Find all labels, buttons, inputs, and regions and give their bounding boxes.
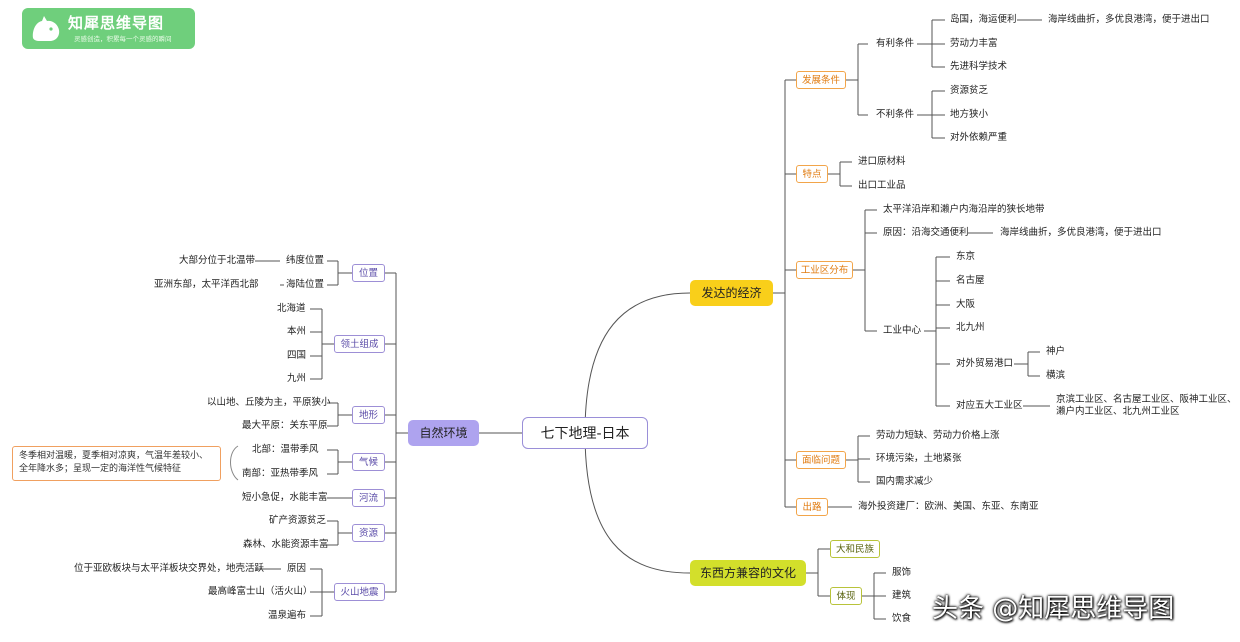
territory-node[interactable]: 领土组成 [334,335,385,353]
land-sea-node[interactable]: 海陆位置 [286,279,325,290]
features-node[interactable]: 特点 [796,165,828,183]
logo-subtitle: 灵感创造，积累每一个灵感的瞬间 [74,35,172,43]
city-tokyo[interactable]: 东京 [956,251,976,262]
land-sea-detail[interactable]: 亚洲东部，太平洋西北部 [154,279,259,290]
problems-item-2[interactable]: 国内需求减少 [876,476,934,487]
industry-belt[interactable]: 太平洋沿岸和濑户内海沿岸的狭长地带 [883,204,1045,215]
port-kobe[interactable]: 神户 [1046,346,1066,357]
city-kitakyushu[interactable]: 北九州 [956,322,985,333]
favorable-item-2[interactable]: 先进科学技术 [950,61,1008,72]
logo-title: 知犀思维导图 [68,14,165,32]
favorable-node[interactable]: 有利条件 [876,38,915,49]
resources-node[interactable]: 资源 [352,524,385,542]
terrain-item-1[interactable]: 最大平原：关东平原 [242,420,328,431]
climate-north[interactable]: 北部：温带季风 [252,444,319,455]
problems-node[interactable]: 面临问题 [796,451,846,469]
unfavorable-item-0[interactable]: 资源贫乏 [950,85,989,96]
nation-node[interactable]: 大和民族 [830,540,880,558]
industry-node[interactable]: 工业区分布 [796,261,853,279]
climate-note[interactable]: 冬季相对温暖，夏季相对凉爽，气温年差较小、全年降水多；呈现一定的海洋性气候特征 [12,446,221,481]
volcano-reason-detail[interactable]: 位于亚欧板块与太平洋板块交界处，地壳活跃 [74,563,265,574]
problems-item-0[interactable]: 劳动力短缺、劳动力价格上涨 [876,430,1000,441]
five-zones-detail-2[interactable]: 濑户内工业区、北九州工业区 [1056,406,1180,417]
territory-kyushu[interactable]: 九州 [287,373,307,384]
industry-reason-detail[interactable]: 海岸线曲折，多优良港湾，便于进出口 [1000,227,1162,238]
way-out-detail[interactable]: 海外投资建厂：欧洲、美国、东亚、东南亚 [858,501,1039,512]
volcano-node[interactable]: 火山地震 [334,583,385,601]
volcano-fuji[interactable]: 最高峰富士山（活火山） [208,586,313,597]
resources-item-1[interactable]: 森林、水能资源丰富 [243,539,329,550]
unfavorable-item-2[interactable]: 对外依赖严重 [950,132,1008,143]
embodiment-architecture[interactable]: 建筑 [892,590,912,601]
embodiment-food[interactable]: 饮食 [892,613,912,624]
five-zones-detail-1[interactable]: 京滨工业区、名古屋工业区、阪神工业区、 [1056,394,1237,405]
territory-honshu[interactable]: 本州 [287,326,307,337]
embodiment-node[interactable]: 体现 [830,587,862,605]
latitude-node[interactable]: 纬度位置 [286,255,325,266]
culture-topic[interactable]: 东西方兼容的文化 [690,560,806,586]
favorable-item-1[interactable]: 劳动力丰富 [950,38,998,49]
volcano-reason[interactable]: 原因 [287,563,307,574]
territory-shikoku[interactable]: 四国 [287,350,307,361]
city-nagoya[interactable]: 名古屋 [956,275,985,286]
unfavorable-node[interactable]: 不利条件 [876,109,915,120]
rivers-node[interactable]: 河流 [352,489,385,507]
favorable-item-0[interactable]: 岛国，海运便利 [950,14,1017,25]
problems-item-1[interactable]: 环境污染，土地紧张 [876,453,962,464]
volcano-hotsprings[interactable]: 温泉遍布 [268,610,307,621]
ports-node[interactable]: 对外贸易港口 [956,358,1014,369]
embodiment-clothing[interactable]: 服饰 [892,567,912,578]
city-osaka[interactable]: 大阪 [956,299,976,310]
latitude-detail[interactable]: 大部分位于北温带 [179,255,256,266]
climate-node[interactable]: 气候 [352,453,385,471]
way-out-node[interactable]: 出路 [796,498,828,516]
terrain-node[interactable]: 地形 [352,406,385,424]
logo: 知犀思维导图 灵感创造，积累每一个灵感的瞬间 [22,8,195,49]
industry-centers-node[interactable]: 工业中心 [883,325,922,336]
features-item-1[interactable]: 出口工业品 [858,180,906,191]
five-zones-node[interactable]: 对应五大工业区 [956,400,1023,411]
location-node[interactable]: 位置 [352,264,385,282]
resources-item-0[interactable]: 矿产资源贫乏 [269,515,327,526]
features-item-0[interactable]: 进口原材料 [858,156,906,167]
nature-topic[interactable]: 自然环境 [408,420,479,446]
favorable-item-0-detail[interactable]: 海岸线曲折，多优良港湾，便于进出口 [1048,14,1210,25]
territory-hokkaido[interactable]: 北海道 [277,303,306,314]
climate-south[interactable]: 南部：亚热带季风 [242,468,319,479]
economy-topic[interactable]: 发达的经济 [690,280,773,306]
center-topic[interactable]: 七下地理-日本 [522,417,648,449]
rhino-icon [32,16,60,41]
port-yokohama[interactable]: 横滨 [1046,370,1066,381]
unfavorable-item-1[interactable]: 地方狭小 [950,109,989,120]
conditions-node[interactable]: 发展条件 [796,71,846,89]
industry-reason[interactable]: 原因：沿海交通便利 [883,227,969,238]
watermark: 头条 @知犀思维导图 [932,594,1175,624]
rivers-detail[interactable]: 短小急促，水能丰富 [242,492,328,503]
terrain-item-0[interactable]: 以山地、丘陵为主，平原狭小 [207,397,331,408]
